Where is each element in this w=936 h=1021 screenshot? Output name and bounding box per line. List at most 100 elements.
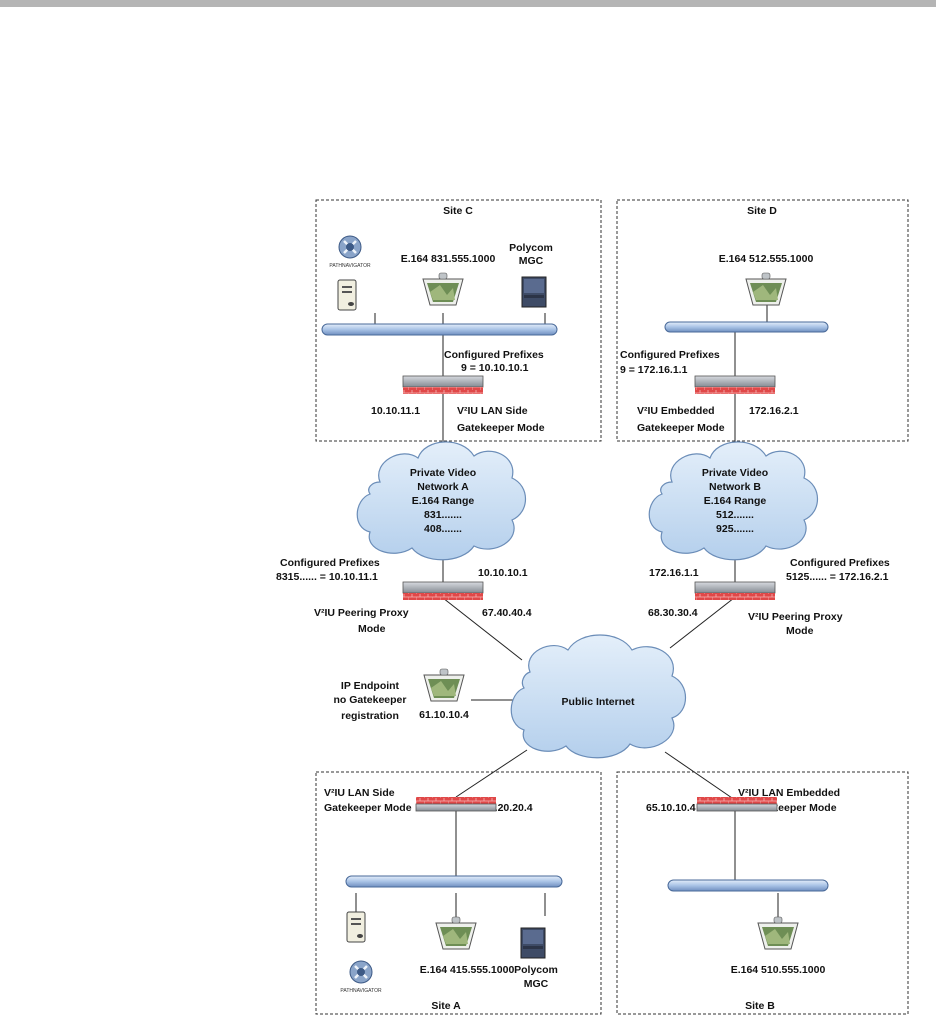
v2iu-device [402, 581, 484, 594]
video-endpoint-icon [745, 272, 787, 306]
network-a-line2: Network A [417, 481, 469, 493]
proxy-a-mode-line1: V²IU Peering Proxy [314, 607, 409, 619]
cloud-shape [356, 441, 526, 561]
site-d-boundary [616, 199, 909, 442]
site-a-title: Site A [431, 1000, 461, 1012]
site-c-mgc-line1: Polycom [509, 242, 553, 254]
network-a-line4: 831....... [424, 509, 462, 521]
site-c-prefixes-title: Configured Prefixes [444, 349, 544, 361]
lan-bus [321, 323, 558, 336]
site-c-endpoint-number: E.164 831.555.1000 [401, 253, 496, 265]
proxy-b-mode-line1: V²IU Peering Proxy [748, 611, 843, 623]
path-navigator-icon [348, 959, 374, 985]
site-a-endpoint-number: E.164 415.555.1000 [420, 964, 515, 976]
mgc-icon [520, 927, 546, 959]
proxy-b-prefixes-value: 5125...... = 172.16.2.1 [786, 571, 889, 583]
server-icon [346, 911, 366, 943]
network-a-line5: 408....... [424, 523, 462, 535]
proxy-b-inside-ip: 172.16.1.1 [649, 567, 699, 579]
network-b-line2: Network B [709, 481, 761, 493]
site-c-mode-line2: Gatekeeper Mode [457, 422, 545, 434]
v2iu-device [694, 581, 776, 594]
site-a-mode-line2: Gatekeeper Mode [324, 802, 412, 814]
site-a: V²IU LAN Side Gatekeeper Mode 66.20.20.4… [315, 771, 602, 1015]
site-a-mgc-line2: MGC [524, 978, 549, 990]
site-d: Site D E.164 512.555.1000 Configured Pre… [616, 199, 909, 442]
ip-endpoint-line1: IP Endpoint [341, 680, 400, 692]
site-b: V²IU LAN Embedded Gatekeeper Mode 65.10.… [616, 771, 909, 1015]
site-d-title: Site D [747, 205, 777, 217]
site-c-boundary [315, 199, 602, 442]
site-a-mode-line1: V²IU LAN Side [324, 787, 395, 799]
connection-lines [355, 297, 779, 918]
site-b-endpoint-number: E.164 510.555.1000 [731, 964, 826, 976]
site-d-mode-line2: Gatekeeper Mode [637, 422, 725, 434]
lan-bus [667, 879, 829, 892]
v2iu-device [415, 803, 497, 812]
ip-endpoint-ip: 61.10.10.4 [419, 709, 469, 721]
site-c-prefixes-value: 9 = 10.10.10.1 [461, 362, 529, 374]
site-d-lan-ip: 172.16.2.1 [749, 405, 799, 417]
site-d-prefixes-value: 9 = 172.16.1.1 [620, 364, 688, 376]
proxy-b-mode-line2: Mode [786, 625, 814, 637]
ip-endpoint-line3: registration [341, 710, 399, 722]
site-d-endpoint-number: E.164 512.555.1000 [719, 253, 814, 265]
lan-bus [345, 875, 563, 888]
site-c-mode-line1: V²IU LAN Side [457, 405, 528, 417]
site-c-mgc-line2: MGC [519, 255, 544, 267]
site-b-mode-line1: V²IU LAN Embedded [738, 787, 840, 799]
network-b-line3: E.164 Range [704, 495, 767, 507]
site-b-wan-ip: 65.10.10.4 [646, 802, 696, 814]
cloud-shape [648, 441, 818, 561]
peering-proxy-a: Configured Prefixes 8315...... = 10.10.1… [276, 557, 532, 635]
firewall-icon [416, 797, 496, 804]
proxy-a-outside-ip: 67.40.40.4 [482, 607, 532, 619]
firewall-icon [403, 387, 483, 394]
v2iu-device [696, 803, 778, 812]
firewall-icon [695, 387, 775, 394]
proxy-b-prefixes-title: Configured Prefixes [790, 557, 890, 569]
mgc-icon [521, 276, 547, 308]
network-a-line3: E.164 Range [412, 495, 475, 507]
public-internet-cloud: Public Internet [510, 634, 686, 759]
public-internet-label: Public Internet [562, 696, 635, 708]
video-endpoint-icon [757, 916, 799, 950]
proxy-a-inside-ip: 10.10.10.1 [478, 567, 528, 579]
path-navigator-label: PATHNAVIGATOR [340, 988, 382, 994]
lan-bus [664, 321, 829, 333]
firewall-icon [695, 593, 775, 600]
network-b-cloud: Private Video Network B E.164 Range 512.… [648, 441, 818, 561]
site-a-boundary [315, 771, 602, 1015]
firewall-icon [403, 593, 483, 600]
ip-endpoint: IP Endpoint no Gatekeeper registration 6… [334, 668, 469, 722]
firewall-icon [697, 797, 777, 804]
server-icon [337, 279, 357, 311]
v2iu-device [694, 375, 776, 388]
video-endpoint-icon [422, 272, 464, 306]
site-d-mode-line1: V²IU Embedded [637, 405, 715, 417]
site-b-title: Site B [745, 1000, 775, 1012]
network-a-line1: Private Video [410, 467, 476, 479]
site-c: Site C PATHNAVIGATOR E.164 831.555.1000 … [315, 199, 602, 442]
proxy-a-mode-line2: Mode [358, 623, 386, 635]
site-d-prefixes-title: Configured Prefixes [620, 349, 720, 361]
site-c-title: Site C [443, 205, 473, 217]
site-a-mgc-line1: Polycom [514, 964, 558, 976]
network-b-line4: 512....... [716, 509, 754, 521]
ip-endpoint-line2: no Gatekeeper [334, 694, 407, 706]
cloud-shape [510, 634, 686, 759]
path-navigator-icon [337, 234, 363, 260]
video-endpoint-icon [435, 916, 477, 950]
site-b-boundary [616, 771, 909, 1015]
v2iu-device [402, 375, 484, 388]
site-c-lan-ip: 10.10.11.1 [371, 405, 420, 417]
network-b-line1: Private Video [702, 467, 768, 479]
header-rule [0, 0, 936, 7]
proxy-b-outside-ip: 68.30.30.4 [648, 607, 698, 619]
network-a-cloud: Private Video Network A E.164 Range 831.… [356, 441, 526, 561]
network-b-line5: 925....... [716, 523, 754, 535]
proxy-a-prefixes-value: 8315...... = 10.10.11.1 [276, 571, 378, 583]
proxy-a-prefixes-title: Configured Prefixes [280, 557, 380, 569]
path-navigator-label: PATHNAVIGATOR [329, 263, 371, 269]
